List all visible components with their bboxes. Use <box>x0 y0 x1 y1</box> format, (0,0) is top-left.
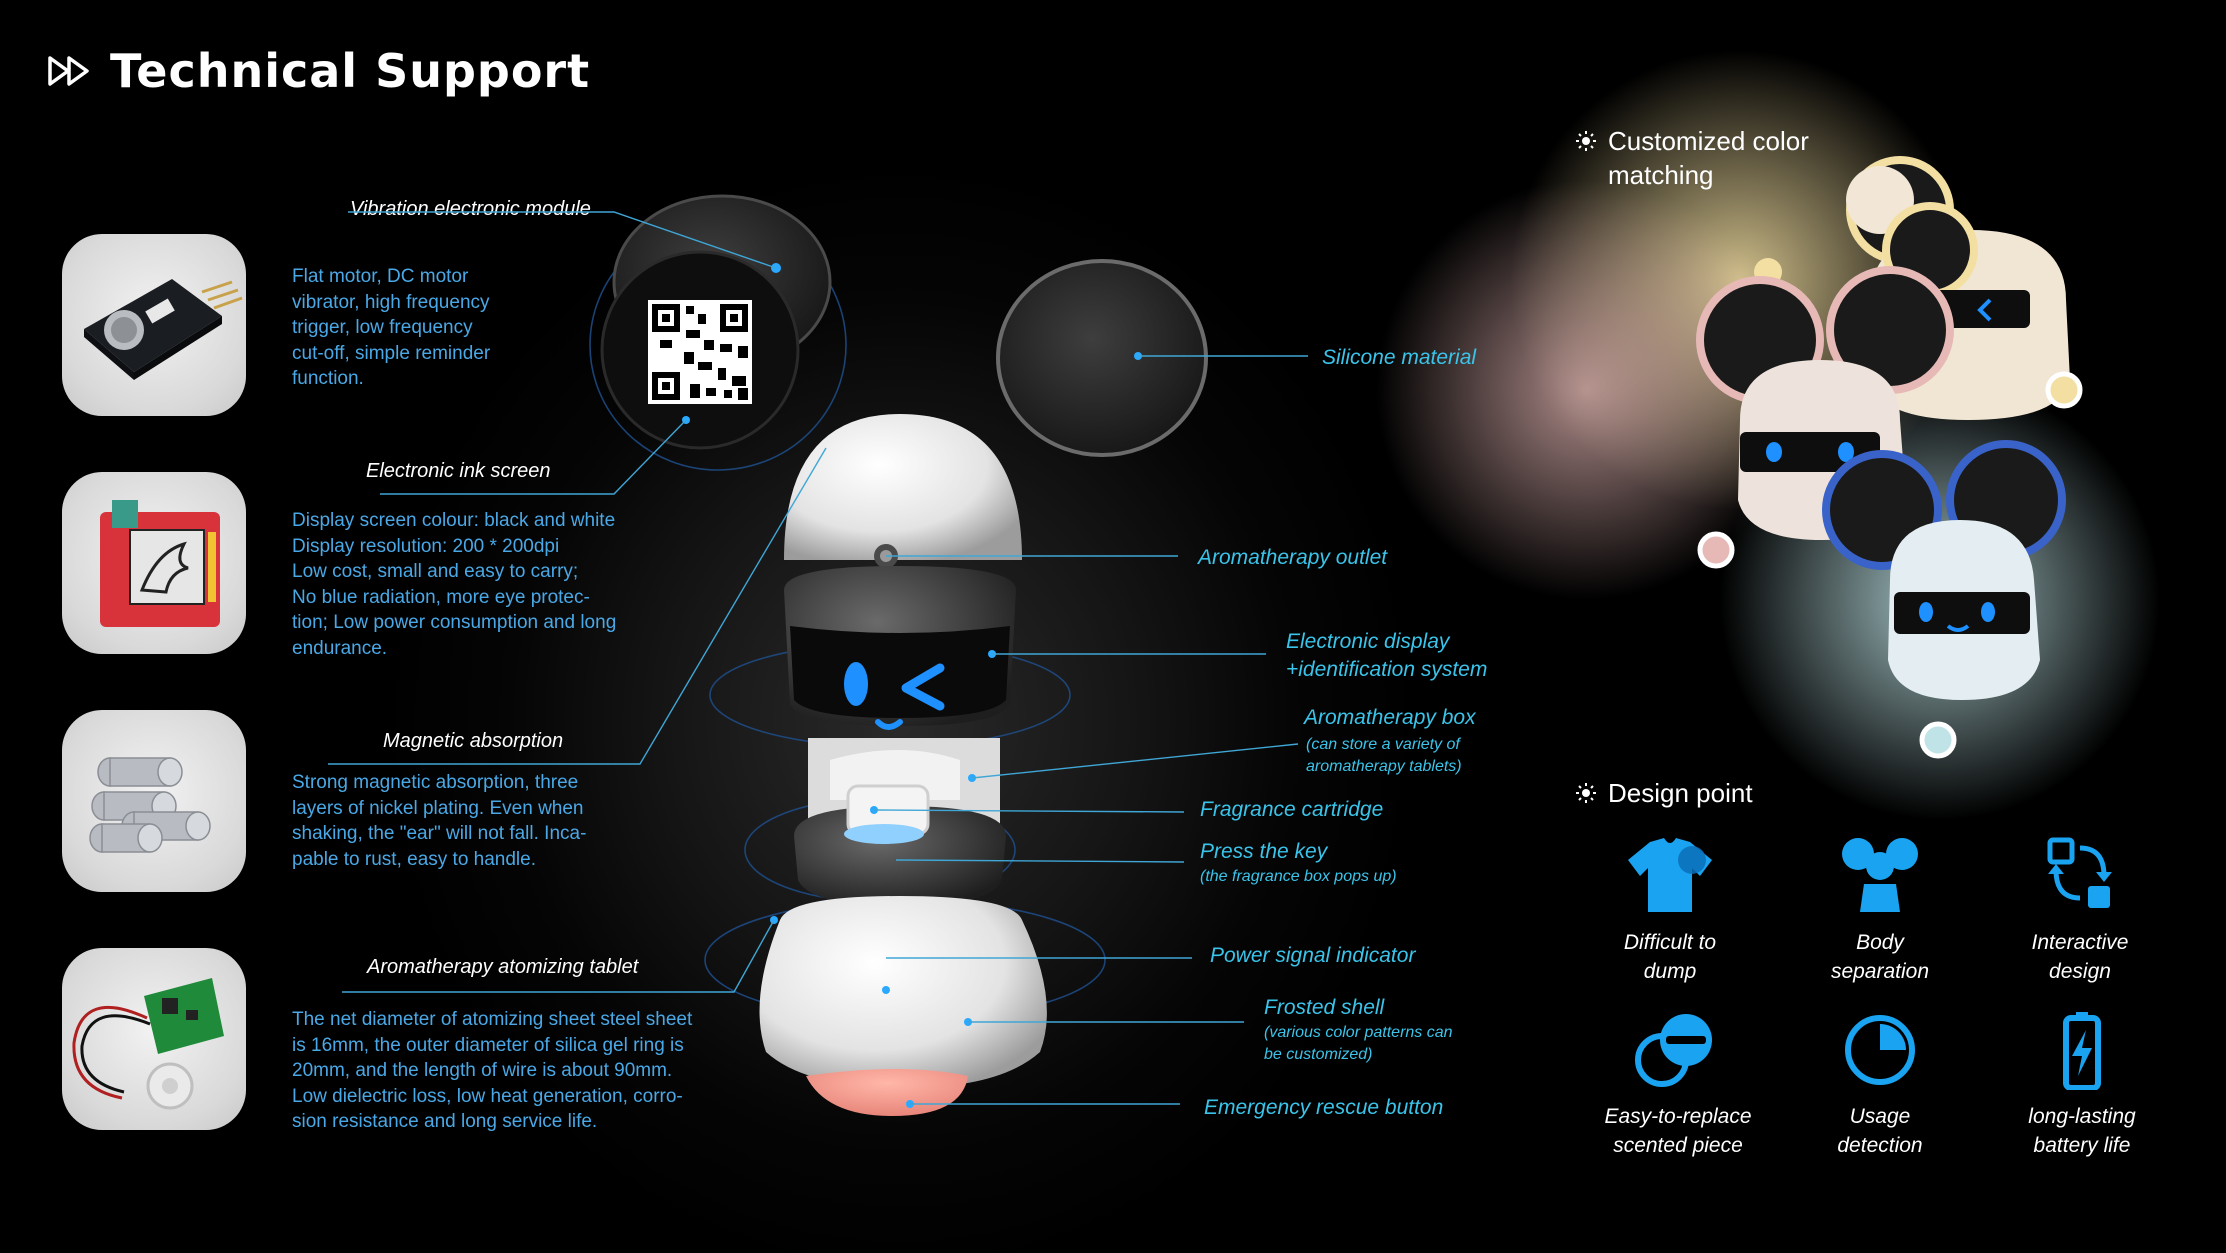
feature-title-eink: Electronic ink screen <box>366 460 551 482</box>
color-matching-title-line2: matching <box>1608 160 1714 190</box>
design-point-heading: Design point <box>1576 776 1753 810</box>
callout-fragrance-cartridge: Fragrance cartridge <box>1200 798 1384 821</box>
feature-title-vibration: Vibration electronic module <box>350 198 591 220</box>
sun-bullet-icon <box>1576 783 1596 803</box>
feature-desc-atomizing: The net diameter of atomizing sheet stee… <box>292 1009 693 1132</box>
callout-press-the-key-note: (the fragrance box pops up) <box>1200 868 1397 885</box>
battery-icon <box>2063 1012 2101 1091</box>
callout-aromatherapy-outlet: Aromatherapy outlet <box>1198 546 1388 569</box>
callout-electronic-display: Electronic display <box>1286 630 1450 653</box>
atomizing-tablet-image <box>62 948 246 1130</box>
feature-title-magnetic: Magnetic absorption <box>383 730 564 752</box>
callout-emergency-rescue-button: Emergency rescue button <box>1204 1096 1444 1119</box>
page-header: Technical Support <box>48 44 590 98</box>
pie-timer-icon <box>1845 1015 1915 1085</box>
callout-frosted-shell: Frosted shell <box>1264 996 1385 1019</box>
callout-power-signal-indicator: Power signal indicator <box>1210 944 1416 967</box>
vibration-module-image <box>62 234 246 416</box>
replace-circle-icon <box>1635 1014 1712 1087</box>
magnets-image <box>62 710 246 892</box>
color-matching-title-line1: Customized color <box>1608 126 1809 156</box>
callout-silicone-material: Silicone material <box>1322 346 1477 369</box>
robot-mint <box>1822 440 2066 700</box>
interaction-arrows-icon <box>2047 837 2112 908</box>
fast-forward-icon <box>48 56 89 86</box>
mouse-body-icon <box>1842 838 1918 912</box>
page-title: Technical Support <box>110 44 591 98</box>
eink-screen-image <box>62 472 246 654</box>
feature-title-atomizing: Aromatherapy atomizing tablet <box>367 956 639 978</box>
sun-bullet-icon <box>1576 131 1596 151</box>
color-matching-heading: Customized color matching <box>1576 124 1809 192</box>
callout-identification-system: +identification system <box>1286 658 1488 681</box>
shirt-icon <box>1628 838 1712 912</box>
design-point-title: Design point <box>1608 778 1753 808</box>
callout-press-the-key: Press the key <box>1200 840 1328 863</box>
callout-aromatherapy-box: Aromatherapy box <box>1304 706 1476 729</box>
